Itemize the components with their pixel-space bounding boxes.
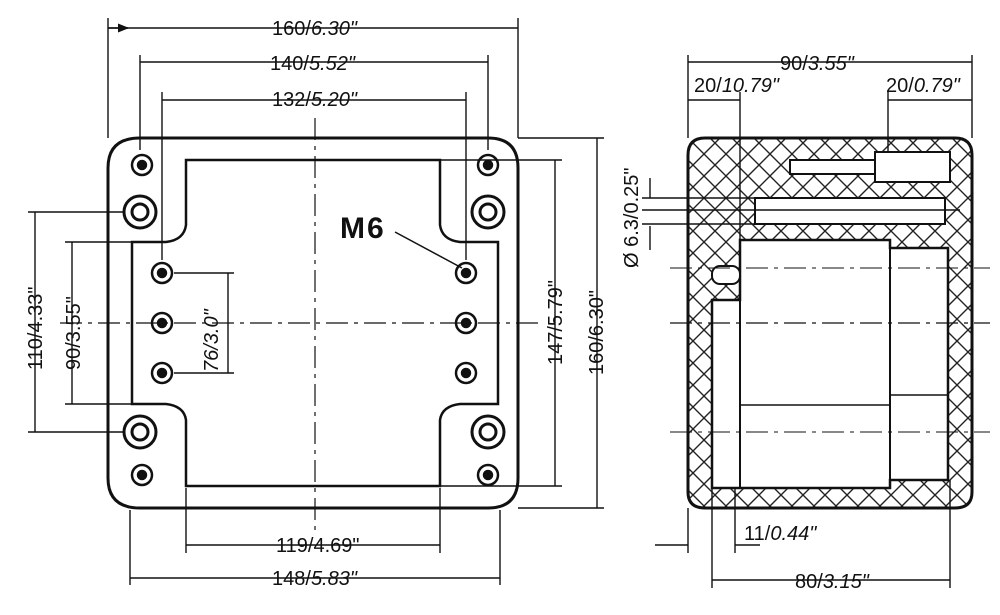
svg-text:20/10.79": 20/10.79": [694, 75, 780, 97]
corner-holes: [130, 153, 500, 487]
dim-20-right: 20/: [886, 75, 914, 97]
dim-90-side-in: 3.55": [808, 53, 855, 75]
dim-90: 90/3.55": [63, 296, 85, 370]
svg-text:80/3.15": 80/3.15": [795, 571, 870, 593]
dim-11-in: 0.44": [770, 523, 817, 545]
dim-20-left: 20/: [694, 75, 722, 97]
dim-119: 119/4.69": [276, 535, 359, 557]
svg-text:160/6.30": 160/6.30": [272, 18, 358, 40]
flange-outline: [106, 136, 520, 510]
dim-20-left-in: 10.79": [722, 75, 780, 97]
dim-148: 148/: [272, 568, 311, 590]
dim-160-top: 160/: [272, 18, 311, 40]
svg-text:140/5.52": 140/5.52": [270, 53, 356, 75]
dim-110: 110/4.33": [25, 287, 47, 370]
dim-diameter: Ø 6.3/0.25": [621, 168, 643, 269]
dim-20-right-in: 0.79": [914, 75, 961, 97]
front-view: [28, 18, 604, 585]
m6-leader: [394, 231, 463, 269]
core-cavity: [710, 238, 950, 490]
dim-90-side: 90/: [780, 53, 808, 75]
front-dimension-lines: [28, 18, 604, 585]
side-dimension-texts: 90/3.55" 20/10.79" 20/0.79" Ø 6.3/0.25" …: [621, 53, 961, 593]
dim-11: 11/: [744, 523, 771, 545]
dim-147: 147/5.79": [545, 280, 567, 365]
svg-text:132/5.20": 132/5.20": [272, 89, 358, 111]
dim-132-in: 5.20": [311, 89, 358, 111]
dim-132: 132/: [272, 89, 311, 111]
thread-callout: M6: [340, 212, 386, 245]
dim-76: 76/3.0": [201, 308, 223, 372]
m6-holes: [150, 261, 478, 385]
dim-160-top-in: 6.30": [311, 18, 358, 40]
dim-140: 140/: [270, 53, 309, 75]
svg-text:148/5.83": 148/5.83": [272, 568, 358, 590]
front-dimension-texts: 160/6.30" 140/5.52" 132/5.20" 119/4.69" …: [25, 18, 608, 590]
dim-80-in: 3.15": [823, 571, 870, 593]
dim-80: 80/: [795, 571, 823, 593]
dim-148-in: 5.83": [311, 568, 358, 590]
dim-140-in: 5.52": [309, 53, 356, 75]
side-dimension-lines: [642, 55, 973, 588]
side-view: [642, 136, 990, 510]
dim-160-right: 160/6.30": [586, 290, 608, 375]
svg-text:90/3.55": 90/3.55": [780, 53, 855, 75]
svg-text:20/0.79": 20/0.79": [886, 75, 961, 97]
svg-text:11/0.44": 11/0.44": [744, 523, 817, 545]
mounting-bar: [754, 197, 946, 225]
